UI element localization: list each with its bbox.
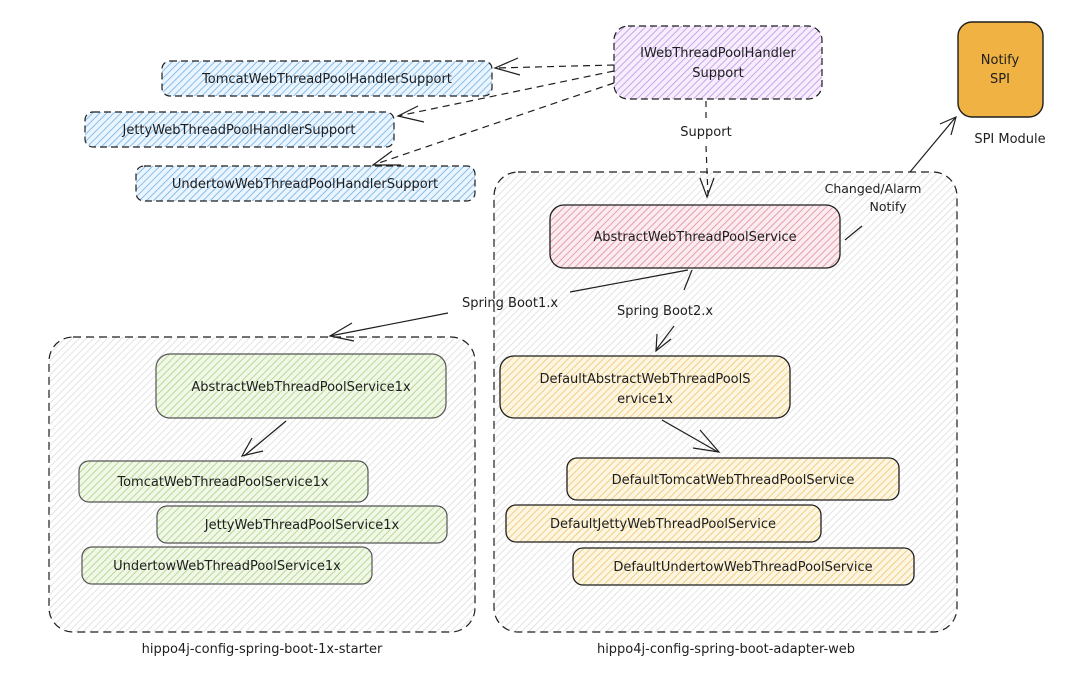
abstract-service-1x-node[interactable]: AbstractWebThreadPoolService1x [155, 353, 447, 419]
boot2-edge-label: Spring Boot2.x [617, 304, 713, 319]
iweb-handler-support-line2: Support [692, 66, 743, 81]
starter-1x-title: hippo4j-config-spring-boot-1x-starter [142, 642, 383, 657]
abstract-service-1x-label: AbstractWebThreadPoolService1x [191, 380, 411, 395]
notify-edge-label-line2: Notify [870, 199, 908, 214]
undertow-service-1x-label: UndertowWebThreadPoolService1x [113, 559, 341, 574]
notify-spi-line1: Notify [981, 53, 1020, 68]
iweb-handler-support-line1: IWebThreadPoolHandler [640, 46, 796, 61]
abstract-web-thread-pool-service-node[interactable]: AbstractWebThreadPoolService [549, 204, 841, 269]
undertow-service-1x-node[interactable]: UndertowWebThreadPoolService1x [81, 546, 373, 585]
edge-interface-to-tomcat-handler [493, 57, 615, 76]
jetty-handler-support-label: JettyWebThreadPoolHandlerSupport [122, 123, 356, 138]
tomcat-service-1x-label: TomcatWebThreadPoolService1x [116, 475, 329, 490]
undertow-handler-support-node[interactable]: UndertowWebThreadPoolHandlerSupport [135, 165, 476, 202]
boot1-edge-label: Spring Boot1.x [462, 296, 558, 311]
support-edge-label: Support [680, 125, 731, 140]
tomcat-handler-support-node[interactable]: TomcatWebThreadPoolHandlerSupport [161, 60, 493, 97]
adapter-web-title: hippo4j-config-spring-boot-adapter-web [597, 642, 855, 657]
jetty-handler-support-node[interactable]: JettyWebThreadPoolHandlerSupport [84, 111, 395, 148]
default-abstract-service-line1: DefaultAbstractWebThreadPoolS [539, 372, 750, 387]
jetty-service-1x-node[interactable]: JettyWebThreadPoolService1x [156, 505, 448, 544]
default-abstract-service-node[interactable]: DefaultAbstractWebThreadPoolS ervice1x [499, 355, 791, 419]
default-undertow-service-label: DefaultUndertowWebThreadPoolService [613, 560, 872, 575]
edge-interface-to-undertow-handler [371, 82, 615, 166]
notify-edge-label-line1: Changed/Alarm [825, 181, 922, 196]
edge-default-abstract-to-services [661, 419, 721, 453]
edge-spring-boot-2x [655, 269, 693, 353]
default-tomcat-service-node[interactable]: DefaultTomcatWebThreadPoolService [566, 457, 900, 501]
edge-support [699, 101, 715, 199]
edge-interface-to-jetty-handler [396, 70, 615, 123]
default-jetty-service-label: DefaultJettyWebThreadPoolService [550, 517, 776, 532]
edge-changed-alarm-notify [844, 115, 957, 241]
spi-module-caption: SPI Module [974, 132, 1045, 147]
iweb-handler-support-node[interactable]: IWebThreadPoolHandler Support [613, 25, 823, 100]
notify-spi-line2: SPI [990, 72, 1010, 87]
default-jetty-service-node[interactable]: DefaultJettyWebThreadPoolService [505, 504, 822, 543]
default-abstract-service-line2: ervice1x [617, 392, 673, 407]
abstract-web-thread-pool-service-label: AbstractWebThreadPoolService [593, 230, 796, 245]
tomcat-service-1x-node[interactable]: TomcatWebThreadPoolService1x [78, 460, 369, 503]
jetty-service-1x-label: JettyWebThreadPoolService1x [204, 518, 400, 533]
default-undertow-service-node[interactable]: DefaultUndertowWebThreadPoolService [572, 547, 915, 586]
notify-spi-node[interactable]: Notify SPI [957, 21, 1044, 118]
undertow-handler-support-label: UndertowWebThreadPoolHandlerSupport [172, 177, 438, 192]
support-label-bg [670, 120, 742, 142]
edge-abstract-1x-to-services [240, 420, 287, 457]
edge-spring-boot-1x [328, 269, 689, 342]
tomcat-handler-support-label: TomcatWebThreadPoolHandlerSupport [201, 72, 452, 87]
default-tomcat-service-label: DefaultTomcatWebThreadPoolService [612, 473, 855, 488]
